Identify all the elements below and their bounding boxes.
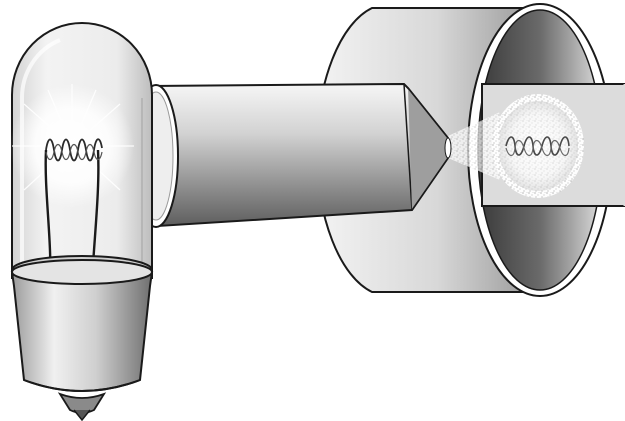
light-bulb xyxy=(10,23,152,420)
projected-filament-image xyxy=(492,94,584,198)
bulb-base xyxy=(12,272,152,391)
tube-body xyxy=(150,84,448,226)
tube xyxy=(134,84,451,227)
